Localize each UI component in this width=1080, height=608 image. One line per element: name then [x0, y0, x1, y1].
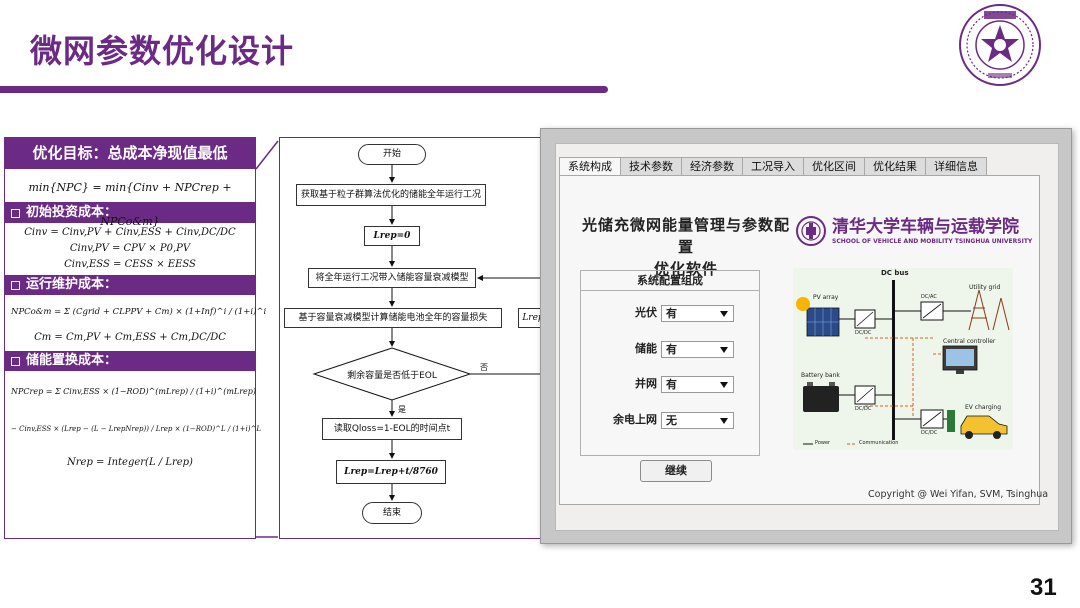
feed-in-select-value: 无	[666, 414, 677, 427]
flow-no-label: 否	[480, 363, 488, 372]
section-storage-replacement: 储能置换成本：	[5, 351, 255, 371]
system-config-group: 系统配置组成 光伏 有 储能 有 并网 有	[580, 270, 760, 456]
flow-step-get-condition: 获取基于粒子群算法优化的储能全年运行工况	[296, 184, 486, 206]
square-bullet-icon	[11, 356, 20, 366]
section-operation-maintenance: 运行维护成本：	[5, 275, 255, 295]
software-title-line1: 光储充微网能量管理与参数配置	[581, 216, 790, 256]
tab-detailed-info[interactable]: 详细信息	[925, 157, 987, 176]
slide-title: 微网参数优化设计	[30, 32, 295, 70]
pv-select-value: 有	[666, 307, 677, 320]
pv-select[interactable]: 有	[661, 305, 734, 322]
software-window: 系统构成 技术参数 经济参数 工况导入 优化区间 优化结果 详细信息 光储充微网…	[540, 128, 1072, 544]
config-label-pv: 光伏	[635, 306, 657, 319]
formula-line: NPCrep = Σ Cinv,ESS × (1−ROD)^(mLrep) / …	[11, 387, 257, 396]
diagram-battery-label: Battery bank	[801, 372, 840, 379]
flowchart-arrows	[312, 165, 545, 501]
school-logo-block: 清华大学车辆与运载学院 SCHOOL OF VEHICLE AND MOBILI…	[796, 216, 1032, 246]
school-name-cn: 清华大学车辆与运载学院	[832, 216, 1019, 237]
diagram-central-controller-label: Central controller	[943, 338, 996, 345]
software-title: 光储充微网能量管理与参数配置 优化软件	[580, 214, 792, 280]
section-title: 初始投资成本：	[26, 205, 118, 220]
section-initial-investment: 初始投资成本：	[5, 203, 255, 223]
diagram-dc-bus-label: DC bus	[881, 269, 909, 277]
diagram-pv-array-label: PV array	[813, 294, 839, 301]
config-group-title: 系统配置组成	[581, 271, 759, 291]
diagram-dcdc-pv-label: DC/DC	[855, 330, 872, 336]
formula-block: Cinv = Cinv,PV + Cinv,ESS + Cinv,DC/DC C…	[5, 223, 255, 275]
grid-select-value: 有	[666, 378, 677, 391]
diagram-ev-charging-label: EV charging	[965, 404, 1002, 411]
storage-select[interactable]: 有	[661, 341, 734, 358]
tab-system-composition[interactable]: 系统构成	[559, 157, 620, 176]
flow-yes-label: 是	[398, 405, 406, 414]
tab-economic-parameters[interactable]: 经济参数	[681, 157, 742, 176]
config-label-feed-in: 余电上网	[613, 413, 657, 426]
formula-line: − Cinv,ESS × (Lrep − (L − LrepNrep)) / L…	[11, 425, 261, 433]
school-emblem-icon	[796, 216, 826, 246]
flow-step-degradation-model: 将全年运行工况带入储能容量衰减模型	[308, 268, 476, 288]
dropdown-arrow-icon	[720, 311, 728, 317]
dropdown-arrow-icon	[720, 382, 728, 388]
formula-block: NPCo&m = Σ (Cgrid + CLPPV + Cm) × (1+Inf…	[5, 295, 267, 351]
diagram-legend-power: Power	[815, 440, 831, 446]
formula-line: NPCo&m = Σ (Cgrid + CLPPV + Cm) × (1+Inf…	[11, 307, 267, 317]
config-label-grid: 并网	[635, 377, 657, 390]
config-row-feed-in: 余电上网 无	[581, 410, 761, 430]
school-name-en: SCHOOL OF VEHICLE AND MOBILITY TSINGHUA …	[832, 237, 1033, 245]
flow-step-capacity-loss: 基于容量衰减模型计算储能电池全年的容量损失	[284, 308, 502, 328]
config-row-grid: 并网 有	[581, 374, 761, 394]
formula-block: NPCrep = Σ Cinv,ESS × (1−ROD)^(mLrep) / …	[5, 371, 261, 481]
tab-bar: 系统构成 技术参数 经济参数 工况导入 优化区间 优化结果 详细信息	[559, 157, 987, 176]
connector-lines	[255, 140, 279, 538]
diagram-dcdc-ev-label: DC/DC	[921, 430, 938, 436]
continue-button[interactable]: 继续	[640, 460, 712, 482]
dropdown-arrow-icon	[720, 347, 728, 353]
feed-in-select[interactable]: 无	[661, 412, 734, 429]
flow-step-init: Lrep=0	[364, 226, 420, 246]
microgrid-diagram-svg	[796, 280, 1010, 445]
formula-panel: 优化目标：总成本净现值最低 min{NPC} = min{Cinv + NPCr…	[4, 137, 267, 539]
copyright-text: Copyright @ Wei Yifan, SVM, Tsinghua	[868, 489, 1049, 500]
diagram-legend-communication: Communication	[859, 440, 899, 446]
flow-decision: 剩余容量是否低于EOL	[347, 371, 437, 381]
formula-line: Cm = Cm,PV + Cm,ESS + Cm,DC/DC	[34, 332, 226, 343]
square-bullet-icon	[11, 208, 20, 218]
diagram-dcac-label: DC/AC	[921, 294, 937, 300]
square-bullet-icon	[11, 280, 20, 290]
optimization-objective-header: 优化目标：总成本净现值最低	[5, 138, 255, 169]
formula-line: Nrep = Integer(L / Lrep)	[67, 457, 193, 468]
tab-condition-import[interactable]: 工况导入	[742, 157, 803, 176]
tab-optimization-range[interactable]: 优化区间	[803, 157, 864, 176]
tab-optimization-results[interactable]: 优化结果	[864, 157, 925, 176]
flow-start: 开始	[358, 144, 426, 165]
flowchart-panel: 开始 获取基于粒子群算法优化的储能全年运行工况 Lrep=0 将全年运行工况带入…	[279, 137, 548, 539]
tab-content: 光储充微网能量管理与参数配置 优化软件 清华大学车辆与运载学院 SCHOOL O…	[559, 175, 1048, 505]
formula-line: Cinv = Cinv,PV + Cinv,ESS + Cinv,DC/DC	[24, 227, 236, 238]
section-title: 储能置换成本：	[26, 353, 118, 368]
formula-line: Cinv,PV = CPV × P0,PV	[69, 243, 191, 254]
config-row-storage: 储能 有	[581, 339, 761, 359]
title-underline	[0, 86, 608, 93]
microgrid-diagram: DC bus PV array Battery bank Utility gri…	[793, 268, 1013, 450]
grid-select[interactable]: 有	[661, 376, 734, 393]
objective-formula: min{NPC} = min{Cinv + NPCrep + NPCo&m}	[5, 169, 255, 228]
flow-end: 结束	[362, 502, 422, 524]
diagram-dcdc-battery-label: DC/DC	[855, 406, 872, 412]
diagram-utility-grid-label: Utility grid	[969, 284, 1001, 291]
tab-technical-parameters[interactable]: 技术参数	[620, 157, 681, 176]
storage-select-value: 有	[666, 343, 677, 356]
config-label-storage: 储能	[635, 342, 657, 355]
formula-line: Cinv,ESS = CESS × EESS	[64, 259, 196, 270]
flow-step-read-time: 读取Qloss=1-EOL的时间点t	[322, 418, 462, 440]
page-number: 31	[1030, 574, 1057, 601]
section-title: 运行维护成本：	[26, 277, 118, 292]
flow-step-update: Lrep=Lrep+t/8760	[336, 460, 446, 484]
software-title-line2: 优化软件	[653, 260, 718, 278]
dropdown-arrow-icon	[720, 418, 728, 424]
config-row-pv: 光伏 有	[581, 303, 761, 323]
tsinghua-logo	[959, 4, 1041, 86]
